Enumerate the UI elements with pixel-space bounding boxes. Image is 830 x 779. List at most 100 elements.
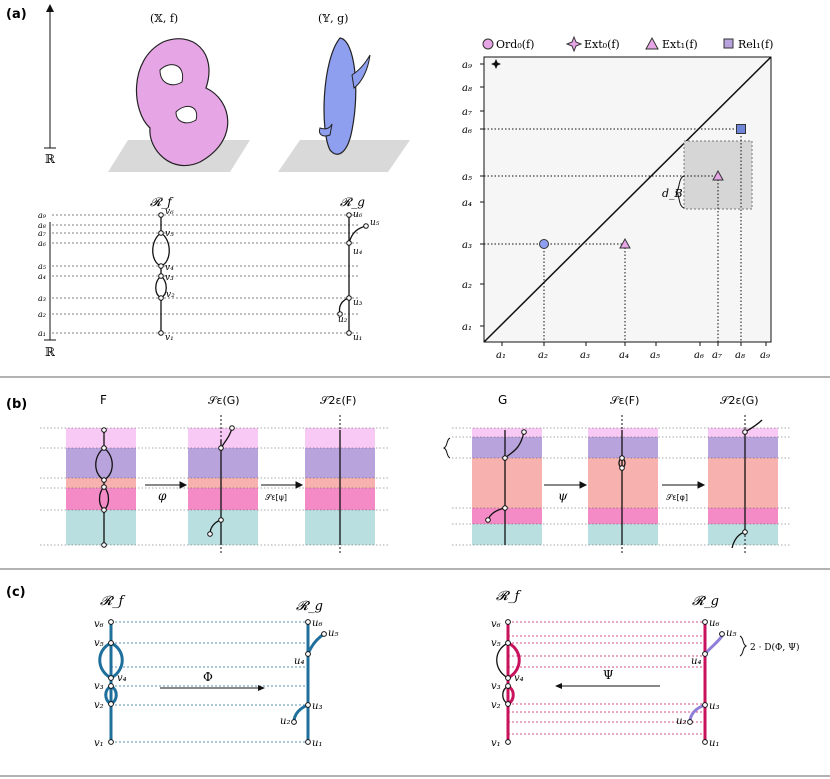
level-label: a₁	[38, 329, 46, 338]
reeb-node-f	[158, 330, 164, 336]
point-ext1	[712, 169, 724, 181]
node-label-f: v₃	[491, 681, 501, 692]
band	[66, 478, 136, 488]
axis-label-R: ℝ	[45, 152, 56, 166]
y-tick-label: a₁	[462, 322, 472, 333]
node-f	[505, 701, 511, 707]
panel-label-a: (a)	[6, 7, 27, 22]
node-label-g: u₆	[709, 618, 719, 629]
node-label-g: u₃	[312, 701, 322, 712]
band	[588, 437, 658, 458]
band	[472, 508, 542, 524]
panel-label-c: (c)	[6, 585, 26, 600]
band	[188, 428, 258, 448]
reeb-node-g	[337, 311, 343, 317]
band	[66, 448, 136, 478]
c-right-reeb-f: 𝓡_f	[496, 589, 522, 604]
node-f	[505, 619, 511, 625]
level-label: a₂	[38, 310, 46, 319]
band	[188, 478, 258, 488]
eps-brace	[442, 437, 451, 459]
reeb-node-g	[363, 223, 369, 229]
y-tick-label: a₉	[462, 60, 472, 71]
band	[472, 437, 542, 458]
graph-node	[619, 465, 625, 471]
level-label: a₉	[38, 211, 47, 220]
node-label-f: v₄	[117, 673, 127, 684]
label-F: F	[100, 393, 107, 407]
legend-ext1-marker	[645, 36, 659, 50]
x-tick-label: a₁	[496, 350, 506, 361]
band	[708, 524, 778, 545]
node-f	[505, 640, 511, 646]
x-tick-label: a₆	[694, 350, 704, 361]
y-tick-label: a₈	[462, 83, 472, 94]
band	[708, 508, 778, 524]
level-label: a₈	[38, 221, 47, 230]
db-annotation: d_B	[662, 187, 683, 200]
legend-ext1: Ext₁(f)	[662, 38, 698, 51]
node-label-f: v₅	[491, 638, 501, 649]
node-g	[687, 719, 693, 725]
reeb-f-label: 𝓡_f	[150, 195, 174, 209]
surface-Y	[319, 37, 371, 155]
reeb-graph-f	[152, 215, 170, 333]
node-label-f: v₅	[94, 638, 104, 649]
graph-node	[742, 429, 748, 435]
node-g	[321, 631, 327, 637]
legend: Ord₀(f) Ext₀(f) Ext₁(f) Rel₁(f)	[482, 35, 773, 53]
legend-ext0-marker	[565, 35, 583, 53]
y-tick-label: a₇	[462, 107, 472, 118]
reeb-node-label-g: u₂	[338, 315, 348, 325]
point-ext1	[619, 237, 631, 249]
y-tick-label: a₂	[462, 280, 472, 291]
arrow-psi: ψ	[558, 489, 568, 503]
legend-ord0: Ord₀(f)	[496, 38, 534, 51]
legend-ext0: Ext₀(f)	[584, 38, 620, 51]
graph-node	[101, 427, 107, 433]
x-tick-label: a₄	[619, 350, 629, 361]
node-f	[108, 701, 114, 707]
graph-node	[101, 445, 107, 451]
arrow-phi: φ	[158, 489, 167, 503]
level-label: a₅	[38, 262, 47, 271]
node-f	[108, 683, 114, 689]
node-label-f: v₄	[514, 673, 524, 684]
reeb-node-label-f: v₅	[165, 229, 174, 239]
c-graph-g-left	[292, 622, 325, 742]
reeb-node-f	[158, 263, 164, 269]
node-label-f: v₆	[94, 619, 104, 630]
space-X-label: (𝕏, f)	[150, 12, 178, 25]
legend-rel1-marker	[723, 38, 734, 49]
band	[188, 448, 258, 478]
arrow-Se-phi: 𝒮ε[φ]	[666, 493, 688, 502]
x-tick-label: a₃	[580, 350, 590, 361]
node-g	[702, 702, 708, 708]
graph-node	[101, 484, 107, 490]
label-S2eG: 𝒮2ε(G)	[720, 394, 759, 407]
band	[66, 510, 136, 545]
data-marks	[491, 59, 746, 249]
arrow-Psi-label: Ψ	[603, 668, 614, 682]
reeb-node-f	[158, 230, 164, 236]
graph-node	[218, 517, 224, 523]
reeb-node-f	[158, 295, 164, 301]
graph-node	[101, 507, 107, 513]
graph-node	[619, 455, 625, 461]
persistence-diagram	[483, 56, 772, 343]
y-tick-label: a₃	[462, 240, 472, 251]
level-label: a₆	[38, 239, 47, 248]
reeb-axis-label: ℝ	[45, 345, 56, 359]
node-g	[305, 651, 311, 657]
node-label-g: u₂	[676, 716, 686, 727]
legend-rel1: Rel₁(f)	[738, 38, 773, 51]
reeb-node-label-f: v₁	[165, 333, 174, 343]
label-S2eF: 𝒮2ε(F)	[320, 394, 356, 407]
reeb-g-label: 𝓡_g	[340, 195, 365, 209]
reeb-node-g	[346, 330, 352, 336]
band	[66, 428, 136, 448]
y-tick-label: a₄	[462, 198, 472, 209]
